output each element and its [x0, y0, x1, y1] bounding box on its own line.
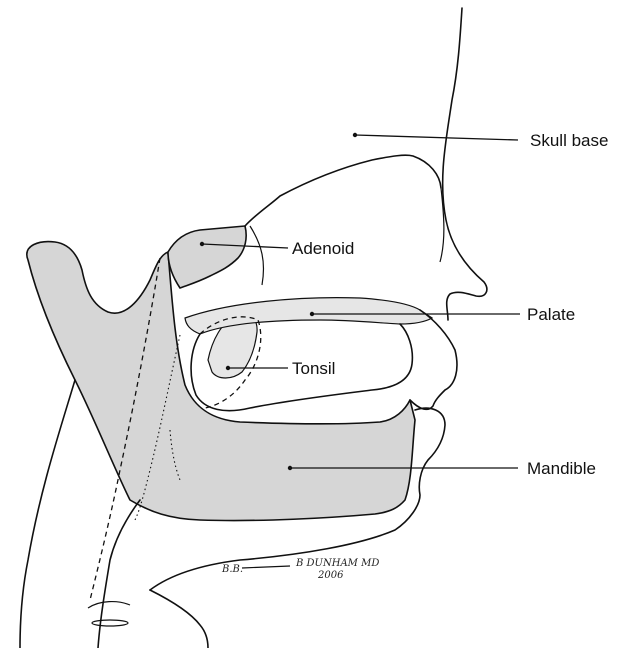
signature-artist: B DUNHAM MD [295, 558, 379, 569]
label-tonsil: Tonsil [292, 359, 335, 378]
leader-skull-base-dot [353, 133, 357, 137]
artist-signature: B.B. B DUNHAM MD 2006 [221, 558, 379, 581]
label-palate: Palate [527, 305, 575, 324]
leader-tonsil-dot [226, 366, 230, 370]
face-profile-outline [443, 8, 487, 320]
signature-initials: B.B. [221, 564, 243, 575]
leader-palate-dot [310, 312, 314, 316]
leader-mandible-dot [288, 466, 292, 470]
pharynx-curve [250, 226, 264, 285]
lip-outline [410, 310, 457, 409]
signature-stroke [242, 566, 290, 568]
signature-year: 2006 [317, 570, 344, 581]
hyoid-shape [88, 602, 130, 608]
leader-skull-base [355, 135, 518, 140]
leader-adenoid-dot [200, 242, 204, 246]
label-adenoid: Adenoid [292, 239, 354, 258]
adenoid-shape [168, 226, 246, 288]
neck-back-line [20, 380, 75, 648]
label-skull-base: Skull base [530, 131, 608, 150]
skull-base-outline [245, 155, 441, 226]
hyoid-ellipse [92, 620, 128, 626]
mandible-shape [27, 242, 415, 521]
label-mandible: Mandible [527, 459, 596, 478]
neck-front-line [150, 590, 208, 648]
